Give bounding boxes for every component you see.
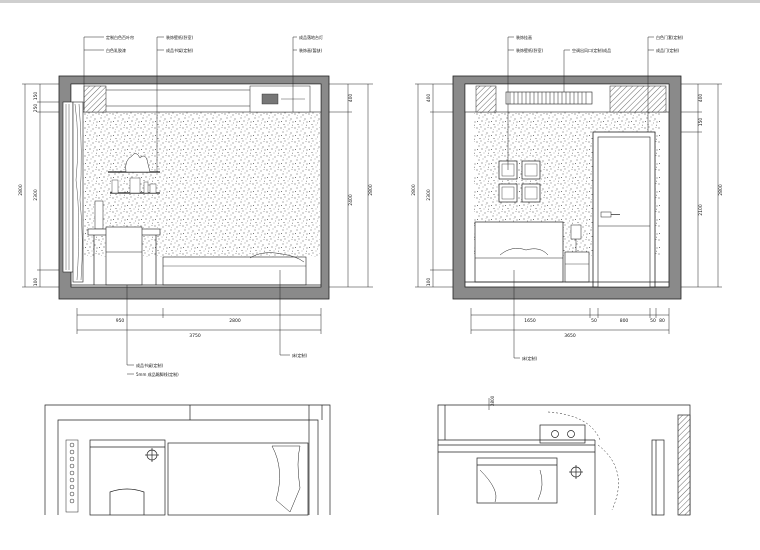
dim-r-left-2300: 2300: [426, 189, 432, 201]
nightstand: [564, 251, 590, 283]
dim-r-bottom-800: 800: [620, 318, 629, 324]
dim-r-bottom-1650: 1650: [524, 318, 536, 324]
callout-bookshelf: 成品书架(定制): [166, 47, 194, 53]
callout-wallpaper: 装饰壁纸(卧室): [166, 34, 194, 40]
dim-left-100: 100: [33, 278, 39, 287]
callout-hanging-art: 装饰挂画: [516, 34, 532, 40]
dim-bottom-950: 950: [116, 318, 125, 324]
dim-r-right-outer: 2800: [718, 184, 724, 196]
left-bed: [162, 256, 307, 286]
dim-r-left-outer: 2800: [411, 184, 417, 196]
dim-right-2400: 2400: [348, 194, 354, 206]
dim-right-outer: 2800: [368, 184, 374, 196]
top-border: [0, 0, 760, 3]
dim-left-outer: 2800: [18, 184, 24, 196]
left-ceiling-hatch: [83, 85, 107, 113]
shelf-decor-plant: [125, 153, 151, 173]
dim-r-right-400: 400: [698, 94, 704, 103]
callout-wallpaper-right: 装饰壁纸(卧室): [516, 47, 544, 53]
dim-r-bottom-50b: 50: [650, 318, 656, 324]
callout-desk: 成品书桌(定制): [136, 362, 164, 368]
right-elevation: [452, 75, 682, 300]
dim-total-left: 3750: [189, 333, 201, 339]
callout-bed-right: 床(定制): [522, 355, 538, 361]
left-curtain: [72, 101, 84, 283]
dim-r-right-150: 150: [698, 118, 704, 127]
dim-r-right-2100: 2100: [698, 204, 704, 216]
callout-skirting: 5mm 成品踢脚线(定制): [136, 371, 179, 377]
dim-left-250: 250: [33, 104, 39, 113]
left-elevation: [58, 75, 330, 300]
callout-ac-vent: 空调出风口(定制)成品: [572, 47, 611, 53]
callout-bed-left: 床(定制): [292, 352, 308, 358]
desk-lamp: [94, 200, 104, 230]
left-dimensions: [22, 83, 373, 334]
right-plan: [437, 398, 691, 516]
right-dimensions: [415, 83, 722, 334]
callout-white-paint: 白色乳胶漆: [106, 47, 126, 53]
table-lamp: [570, 224, 582, 240]
dim-r-bottom-80: 80: [659, 318, 665, 324]
callout-door: 成品门(定制): [656, 47, 680, 53]
dim-r-bottom-50a: 50: [591, 318, 597, 324]
desk-chair: [105, 226, 143, 286]
callout-door-trim: 白色门套(定制): [656, 34, 684, 40]
right-callouts: [507, 36, 654, 359]
door-handle: [600, 211, 612, 218]
dim-right-400: 400: [348, 94, 354, 103]
left-callouts: [83, 36, 297, 375]
dim-total-right: 3650: [564, 333, 576, 339]
callout-floor-lamp: 成品落地台灯: [299, 34, 323, 40]
ac-vent: [505, 91, 593, 105]
left-plan: [44, 404, 331, 516]
left-window-frame: [62, 101, 74, 273]
dim-r-left-100: 100: [426, 278, 432, 287]
plan-right-label: 2800: [490, 395, 495, 406]
dim-left-150: 150: [33, 92, 39, 101]
dim-left-2300: 2300: [33, 189, 39, 201]
dim-bottom-2800: 2800: [229, 318, 241, 324]
dim-r-left-400: 400: [426, 94, 432, 103]
callout-blinds: 定制白色百叶帘: [106, 34, 134, 40]
right-bed: [474, 221, 564, 283]
callout-painting: 装饰画(暂缺): [299, 47, 323, 53]
